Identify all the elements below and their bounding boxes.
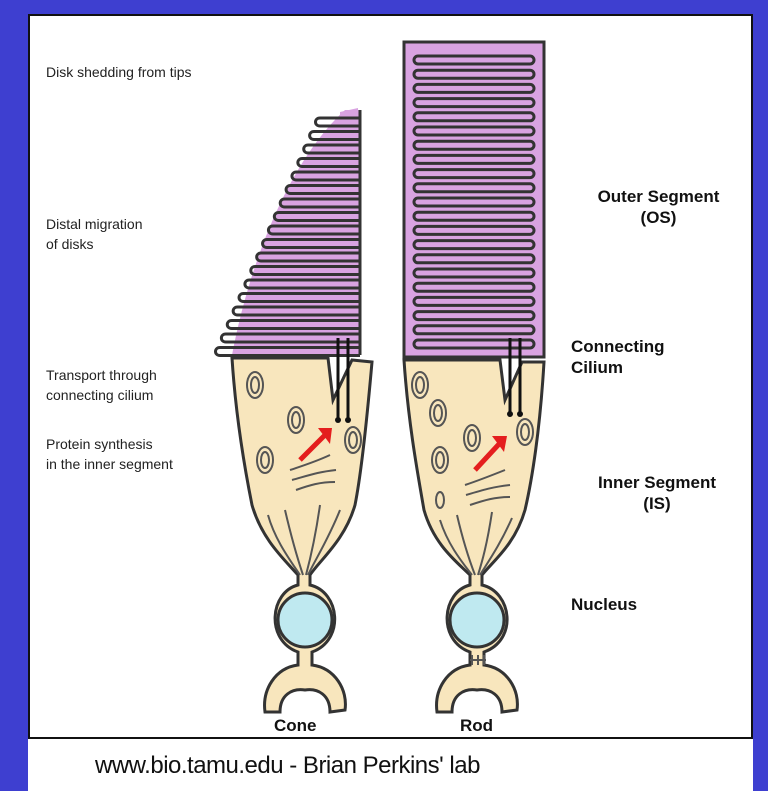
label-connecting-cilium: Connecting Cilium (571, 336, 665, 378)
rod-inner-segment (404, 338, 544, 712)
cone-inner-segment (232, 338, 372, 712)
label-protein-synthesis: Protein synthesis in the inner segment (46, 434, 173, 474)
cone-label: Cone (274, 716, 317, 735)
label-transport: Transport through connecting cilium (46, 365, 157, 405)
cone-nucleus (278, 593, 332, 647)
cone-outer-segment (216, 108, 361, 356)
rod-outer-segment (404, 42, 544, 357)
rod-label: Rod (460, 716, 493, 735)
label-inner-segment: Inner Segment (IS) (571, 472, 743, 514)
label-disk-shedding: Disk shedding from tips (46, 62, 192, 82)
credit-text: www.bio.tamu.edu - Brian Perkins' lab (95, 752, 480, 780)
label-outer-segment: Outer Segment (OS) (571, 186, 746, 228)
rod-nucleus (450, 593, 504, 647)
label-nucleus: Nucleus (571, 594, 637, 615)
label-distal-migration: Distal migration of disks (46, 214, 142, 254)
